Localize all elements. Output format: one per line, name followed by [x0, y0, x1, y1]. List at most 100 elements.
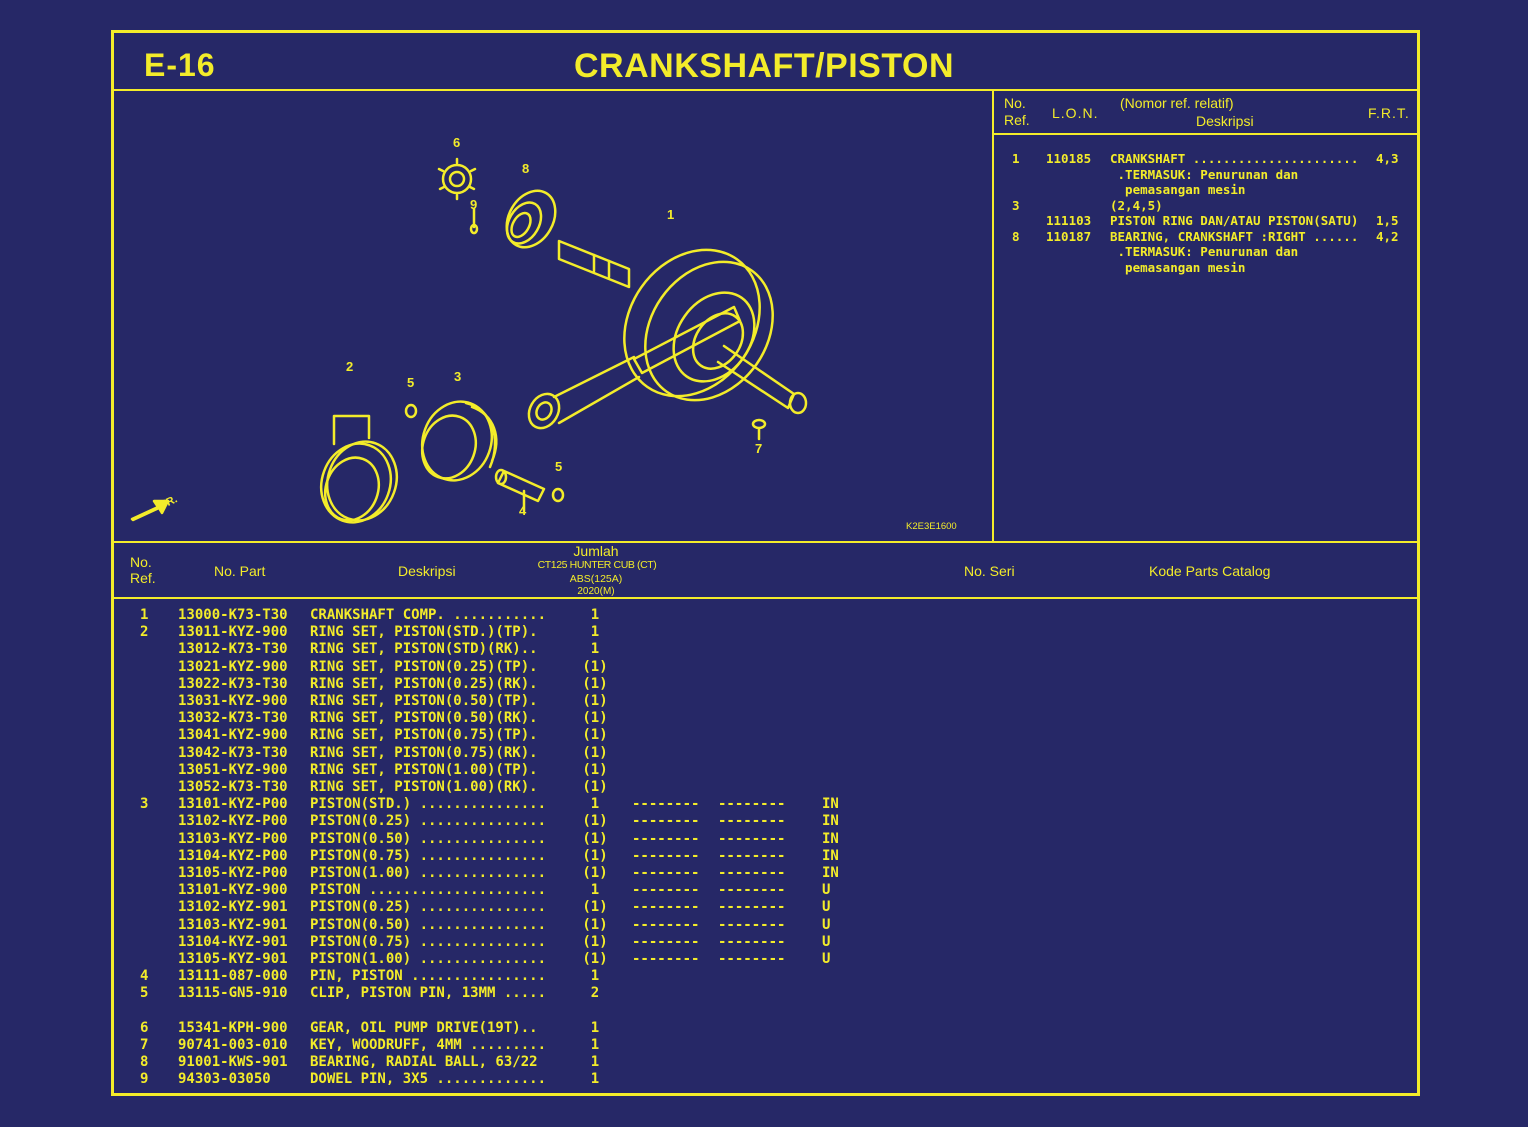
- part-cell-part: 13102-KYZ-P00: [178, 813, 288, 830]
- parts-col-qty-model: CT125 HUNTER CUB (CT): [537, 559, 657, 571]
- callout-labels: 6 9 8 1 2 3 5 5 4 7 FR.: [158, 135, 762, 518]
- part-cell-part: 13022-K73-T30: [178, 675, 288, 692]
- part-cell-qty: 1: [590, 796, 600, 813]
- ref-header-divider: [992, 133, 1417, 135]
- piston-pin-illustration: [494, 468, 546, 513]
- part-cell-qty: (1): [582, 951, 608, 967]
- part-cell-ref: 9: [140, 1071, 149, 1088]
- parts-header-divider: [114, 597, 1417, 599]
- callout-9: 9: [470, 197, 477, 212]
- part-cell-code: IN: [822, 830, 839, 847]
- part-cell-s2: --------: [718, 899, 786, 916]
- part-cell-qty: 1: [590, 607, 600, 623]
- part-cell-s1: --------: [632, 899, 700, 916]
- part-cell-part: 13104-KYZ-901: [178, 933, 288, 950]
- part-cell-part: 13011-KYZ-900: [178, 624, 288, 641]
- part-cell-qty: (1): [582, 761, 608, 778]
- table-row[interactable]: 13052-K73-T30 RING SET, PISTON(1.00)(RK).…: [114, 779, 1417, 796]
- part-cell-desc: CLIP, PISTON PIN, 13MM .....: [310, 985, 547, 1002]
- section-code: E-16: [144, 47, 216, 83]
- part-cell-desc: PISTON(0.50) ...............: [310, 830, 547, 847]
- dowel-pin-illustration: [469, 207, 479, 235]
- ref-cell-desc: pemasangan mesin: [1110, 259, 1246, 275]
- part-cell-code: IN: [822, 847, 839, 864]
- part-cell-s1: --------: [632, 916, 700, 933]
- part-cell-qty: 1: [590, 641, 600, 658]
- part-cell-s2: --------: [718, 847, 786, 864]
- piston-illustration: [420, 400, 498, 482]
- part-cell-part: 13103-KYZ-901: [178, 916, 288, 933]
- part-cell-desc: CRANKSHAFT COMP. ...........: [310, 607, 547, 623]
- front-label: FR.: [158, 493, 179, 511]
- part-cell-part: 13104-KYZ-P00: [178, 847, 288, 864]
- part-cell-desc: RING SET, PISTON(1.00)(TP).: [310, 761, 538, 778]
- ref-cell-ref: 1: [1012, 151, 1020, 166]
- part-cell-desc: RING SET, PISTON(0.25)(TP).: [310, 658, 538, 675]
- part-cell-qty: (1): [582, 710, 608, 727]
- clip-illustration: [404, 403, 565, 503]
- parts-col-catalog: Kode Parts Catalog: [1149, 563, 1271, 579]
- part-cell-desc: RING SET, PISTON(1.00)(RK).: [310, 779, 538, 795]
- callout-3: 3: [454, 369, 461, 384]
- part-cell-qty: (1): [582, 847, 608, 864]
- part-cell-part: 13105-KYZ-P00: [178, 865, 288, 881]
- callout-1: 1: [667, 207, 674, 222]
- part-cell-s2: --------: [718, 796, 786, 813]
- part-cell-ref: 7: [140, 1037, 149, 1053]
- part-cell-desc: GEAR, OIL PUMP DRIVE(19T)..: [310, 1019, 538, 1036]
- parts-col-serial: No. Seri: [964, 563, 1015, 579]
- ref-cell-desc: PISTON RING DAN/ATAU PISTON(SATU): [1110, 213, 1359, 228]
- part-cell-s2: --------: [718, 933, 786, 950]
- part-cell-code: IN: [822, 813, 839, 830]
- ref-cell-lon: 110187: [1046, 228, 1092, 244]
- part-cell-s1: --------: [632, 865, 700, 881]
- ref-cell-desc: CRANKSHAFT ......................: [1110, 151, 1359, 166]
- ref-cell-lon: 110185: [1046, 151, 1092, 166]
- part-cell-desc: PIN, PISTON ................: [310, 968, 547, 985]
- part-cell-part: 13105-KYZ-901: [178, 951, 288, 967]
- part-cell-desc: RING SET, PISTON(0.50)(RK).: [310, 710, 538, 727]
- front-arrow-icon: [130, 499, 170, 522]
- part-cell-part: 13101-KYZ-P00: [178, 796, 288, 813]
- part-cell-qty: (1): [582, 744, 608, 761]
- callout-5a: 5: [407, 375, 414, 390]
- ref-col-desc-top: (Nomor ref. relatif): [1120, 95, 1234, 111]
- part-cell-code: IN: [822, 796, 839, 813]
- part-cell-part: 13111-087-000: [178, 968, 288, 985]
- header-divider: [114, 89, 1417, 91]
- ref-col-lon: L.O.N.: [1052, 105, 1099, 121]
- page-title: CRANKSHAFT/PISTON: [574, 47, 954, 85]
- part-cell-desc: RING SET, PISTON(0.75)(RK).: [310, 744, 538, 761]
- callout-8: 8: [522, 161, 529, 176]
- part-cell-desc: DOWEL PIN, 3X5 .............: [310, 1071, 547, 1088]
- part-cell-s1: --------: [632, 813, 700, 830]
- ref-col-frt: F.R.T.: [1368, 105, 1410, 121]
- part-cell-part: 13052-K73-T30: [178, 779, 288, 795]
